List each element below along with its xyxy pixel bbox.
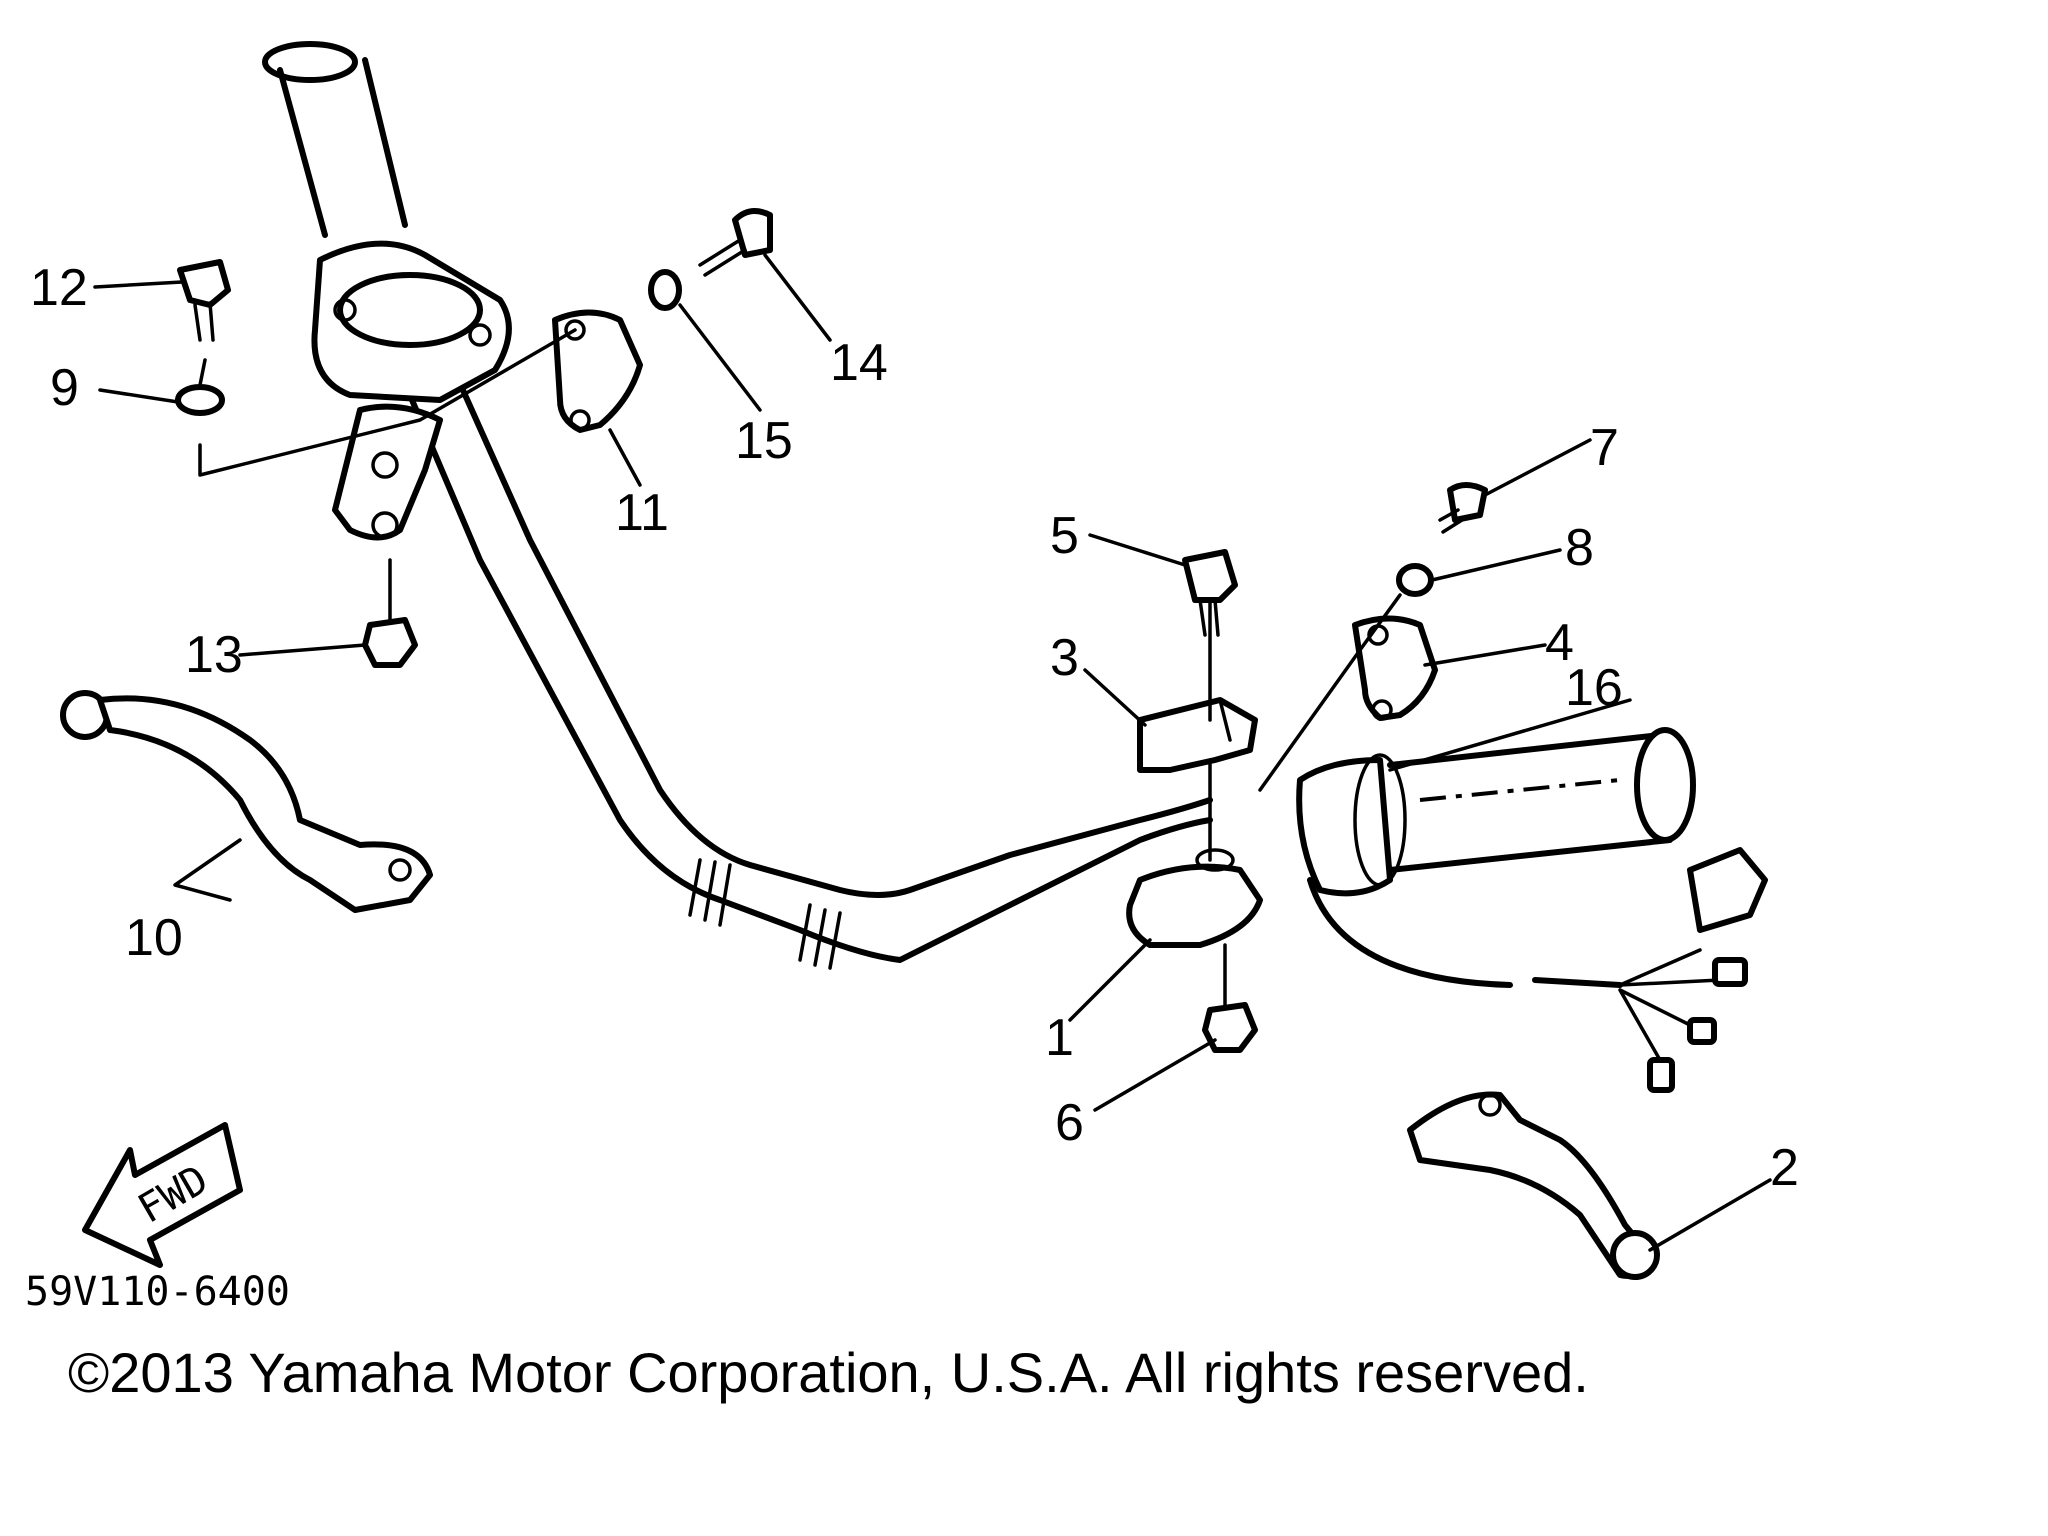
handlebar: [392, 347, 1213, 970]
callout-labels: 1 2 3 4 5 6 7 8 9 10 11 12 13 14 15 16: [30, 259, 1799, 1197]
callout-16: 16: [1565, 659, 1623, 717]
part-4-clamp: [1352, 615, 1438, 721]
left-grip: [262, 41, 512, 403]
part-7-bolt: [1438, 482, 1488, 534]
left-lever-holder: [332, 403, 443, 541]
part-10-lever: [60, 690, 433, 913]
part-9-washer: [175, 384, 225, 416]
callout-2: 2: [1770, 1139, 1799, 1197]
part-15-washer: [648, 269, 682, 311]
callout-14: 14: [830, 334, 888, 392]
callout-3: 3: [1050, 629, 1079, 687]
part-6-nut: [1202, 1002, 1258, 1053]
part-5-bolt: [1182, 549, 1238, 637]
callout-7: 7: [1590, 419, 1619, 477]
fwd-arrow: FWD: [82, 1122, 243, 1268]
diagram-code: 59V110-6400: [25, 1269, 290, 1315]
callout-4: 4: [1545, 614, 1574, 672]
part-12-bolt: [177, 259, 231, 342]
part-2-lever: [1407, 1091, 1660, 1280]
callout-5: 5: [1050, 507, 1079, 565]
part-13-nut: [362, 617, 418, 668]
callout-15: 15: [735, 412, 793, 470]
part-1-holder: [1126, 848, 1263, 948]
callout-12: 12: [30, 259, 88, 317]
part-14-screw: [698, 208, 773, 277]
callout-11: 11: [615, 484, 669, 542]
callout-1: 1: [1045, 1009, 1074, 1067]
part-3-bracket: [1137, 697, 1258, 773]
part-8-washer: [1396, 563, 1434, 597]
callout-8: 8: [1565, 519, 1594, 577]
wiring-harness: [1307, 847, 1768, 1093]
callout-6: 6: [1055, 1094, 1084, 1152]
callout-9: 9: [50, 359, 79, 417]
copyright-notice: ©2013 Yamaha Motor Corporation, U.S.A. A…: [68, 1341, 1589, 1404]
part-11-clamp: [552, 309, 643, 433]
callout-10: 10: [125, 909, 183, 967]
part-16-switch-grip: [1296, 727, 1696, 897]
leader-lines: [93, 253, 1772, 1252]
callout-13: 13: [185, 626, 243, 684]
